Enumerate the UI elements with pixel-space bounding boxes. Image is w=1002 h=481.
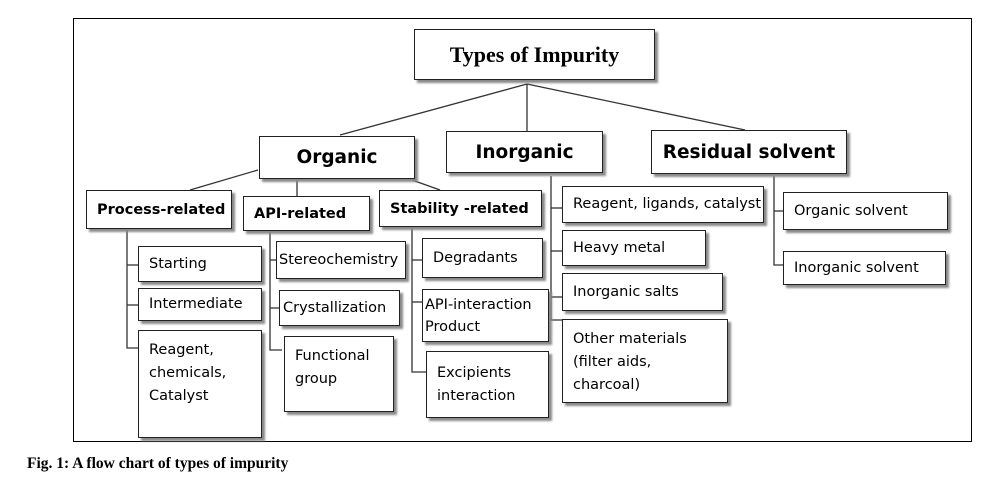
node-inorganic-salts-label: Inorganic salts xyxy=(573,283,679,300)
node-stability-related-label: Stability -related xyxy=(390,200,529,217)
node-organic-solvent: Organic solvent xyxy=(783,192,948,230)
node-excipients-interaction: Excipients interaction xyxy=(426,351,549,418)
node-residual-solvent: Residual solvent xyxy=(651,130,847,174)
connector-api-trunk xyxy=(269,232,282,351)
node-organic-label: Organic xyxy=(296,147,378,168)
node-api-related-label: API-related xyxy=(254,205,347,222)
node-inorganic-solvent: Inorganic solvent xyxy=(783,251,946,285)
node-heavy-metal-label: Heavy metal xyxy=(573,239,666,256)
node-other-materials: Other materials (filter aids, charcoal) xyxy=(562,319,728,403)
connector-organic-stability xyxy=(411,179,441,191)
node-excipients-interaction-label: Excipients interaction xyxy=(437,364,516,404)
node-organic: Organic xyxy=(259,136,415,179)
node-api-related: API-related xyxy=(243,196,370,231)
connector-process-trunk xyxy=(126,230,138,349)
node-degradants: Degradants xyxy=(422,238,543,278)
connector-root-residual xyxy=(526,83,746,131)
node-inorganic-solvent-label: Inorganic solvent xyxy=(794,259,919,276)
node-intermediate: Intermediate xyxy=(138,288,262,321)
node-residual-solvent-label: Residual solvent xyxy=(662,141,836,163)
node-api-interaction-product-label: API-interaction Product xyxy=(425,296,532,335)
node-root-label: Types of Impurity xyxy=(449,41,620,67)
connector-organic-process xyxy=(189,169,259,191)
node-reagent-chemicals-catalyst: Reagent, chemicals, Catalyst xyxy=(138,330,262,438)
node-root: Types of Impurity xyxy=(414,29,655,80)
node-heavy-metal: Heavy metal xyxy=(562,230,706,266)
node-reagent-ligands-catalyst: Reagent, ligands, catalyst xyxy=(562,186,764,223)
node-functional-group-label: Functional group xyxy=(295,348,370,387)
node-functional-group: Functional group xyxy=(284,336,394,412)
node-starting: Starting xyxy=(138,246,262,282)
figure-caption: Fig. 1: A flow chart of types of impurit… xyxy=(27,455,289,472)
node-inorganic-salts: Inorganic salts xyxy=(562,273,723,311)
node-degradants-label: Degradants xyxy=(433,249,518,266)
connector-residual-trunk xyxy=(773,176,783,266)
node-other-materials-label: Other materials (filter aids, charcoal) xyxy=(573,331,687,393)
node-stereochemistry-label: Stereochemistry xyxy=(279,251,399,268)
node-stability-related: Stability -related xyxy=(379,190,542,227)
node-reagent-ligands-catalyst-label: Reagent, ligands, catalyst xyxy=(573,196,762,212)
node-reagent-chemicals-catalyst-label: Reagent, chemicals, Catalyst xyxy=(149,342,227,404)
node-organic-solvent-label: Organic solvent xyxy=(794,202,908,219)
connector-inorganic-trunk xyxy=(550,176,562,321)
node-crystallization-label: Crystallization xyxy=(283,299,387,316)
figure-frame xyxy=(73,18,972,442)
node-inorganic-label: Inorganic xyxy=(475,141,574,163)
node-intermediate-label: Intermediate xyxy=(149,296,243,312)
node-api-interaction-product: API-interaction Product xyxy=(422,289,549,342)
node-stereochemistry: Stereochemistry xyxy=(276,241,406,279)
node-starting-label: Starting xyxy=(149,255,207,272)
node-process-related: Process-related xyxy=(86,190,232,229)
node-inorganic: Inorganic xyxy=(446,131,603,173)
node-process-related-label: Process-related xyxy=(97,201,226,218)
node-crystallization: Crystallization xyxy=(279,290,400,326)
connector-root-organic xyxy=(339,83,528,136)
connector-stability-trunk xyxy=(411,228,426,373)
